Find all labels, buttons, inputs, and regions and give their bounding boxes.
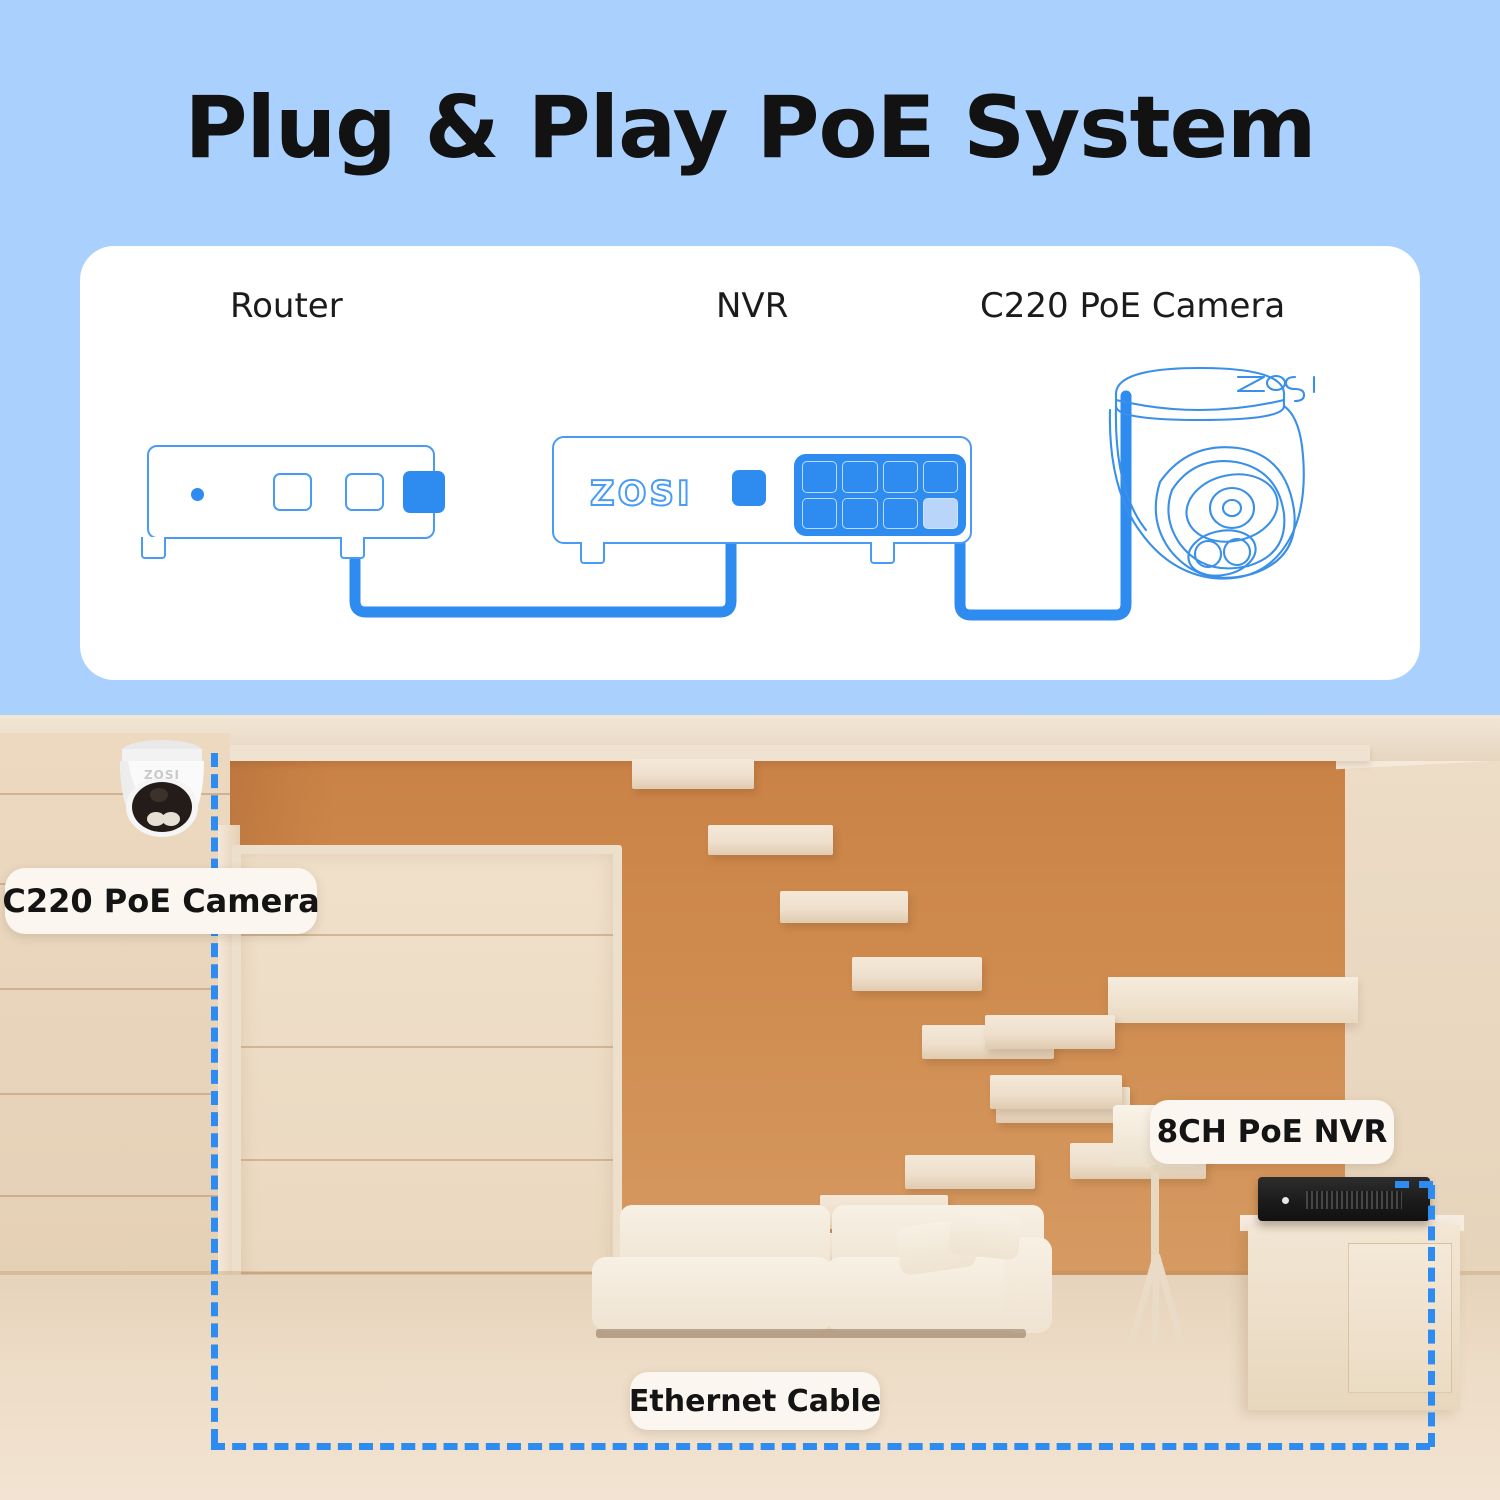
sofa-cushion: [947, 1209, 1023, 1261]
poe-port-1: [802, 461, 838, 493]
half-wall-ledge: [1108, 977, 1358, 1023]
poe-port-6: [842, 497, 878, 529]
nvr-foot: [580, 542, 605, 564]
nvr-poe-port-block: [794, 454, 966, 536]
lamp-leg: [1151, 1254, 1160, 1351]
device-label-camera: C220 PoE Camera: [980, 286, 1286, 326]
stair-tread: [852, 957, 982, 991]
cable-run-horizontal-floor: [211, 1443, 1430, 1450]
nvr-vent-grille: [1306, 1191, 1402, 1209]
cable-run-vertical-right: [1428, 1185, 1435, 1447]
callout-camera: C220 PoE Camera: [2, 868, 320, 934]
poe-port-5: [802, 497, 838, 529]
router-lan-port-1: [273, 473, 312, 511]
callout-cable: Ethernet Cable: [629, 1372, 881, 1430]
nvr-status-led-icon: [1282, 1197, 1289, 1204]
poe-port-2: [842, 461, 878, 493]
sofa-seat-left: [592, 1257, 832, 1331]
router-lan-port-2: [345, 473, 384, 511]
cable-run-to-nvr: [1395, 1181, 1433, 1188]
stair-tread: [780, 891, 908, 923]
nvr-brand-logo: ZOSI: [589, 473, 693, 515]
router-wan-port-active: [403, 471, 445, 513]
poe-port-3: [882, 461, 918, 493]
stair-tread: [905, 1155, 1035, 1189]
sofa: [592, 1205, 1052, 1345]
stair-tread: [990, 1075, 1122, 1109]
nvr-device: ZOSI: [552, 436, 972, 544]
stair-tread: [708, 825, 833, 855]
camera-line-art: [1108, 366, 1316, 580]
router-device: [147, 445, 445, 539]
cabinet-door: [1348, 1243, 1452, 1393]
stair-tread: [985, 1015, 1115, 1049]
stair-tread: [632, 759, 754, 789]
nvr-foot: [870, 542, 895, 564]
page-title: Plug & Play PoE System: [184, 78, 1316, 178]
device-label-nvr: NVR: [716, 286, 789, 326]
nvr-wan-port: [732, 470, 766, 506]
router-foot: [340, 537, 365, 559]
device-label-router: Router: [230, 286, 343, 326]
room-scene-photo: ZOSI: [0, 715, 1500, 1500]
router-led-icon: [191, 488, 204, 501]
lamp-stem: [1151, 1165, 1159, 1280]
connection-diagram-card: Router NVR C220 PoE Camera ZOSI: [80, 246, 1420, 680]
ethernet-cable-lines: [349, 390, 1132, 621]
cable-run-vertical-left: [211, 753, 218, 1443]
poe-port-4: [922, 461, 958, 493]
poe-port-8-active: [922, 497, 958, 529]
router-foot: [141, 537, 166, 559]
poe-port-7: [882, 497, 918, 529]
sofa-shadow: [596, 1329, 1026, 1338]
callout-nvr: 8CH PoE NVR: [1150, 1100, 1394, 1164]
mounted-camera: ZOSI: [120, 740, 204, 837]
ceiling-beam: [190, 745, 1370, 761]
svg-text:ZOSI: ZOSI: [144, 768, 180, 782]
